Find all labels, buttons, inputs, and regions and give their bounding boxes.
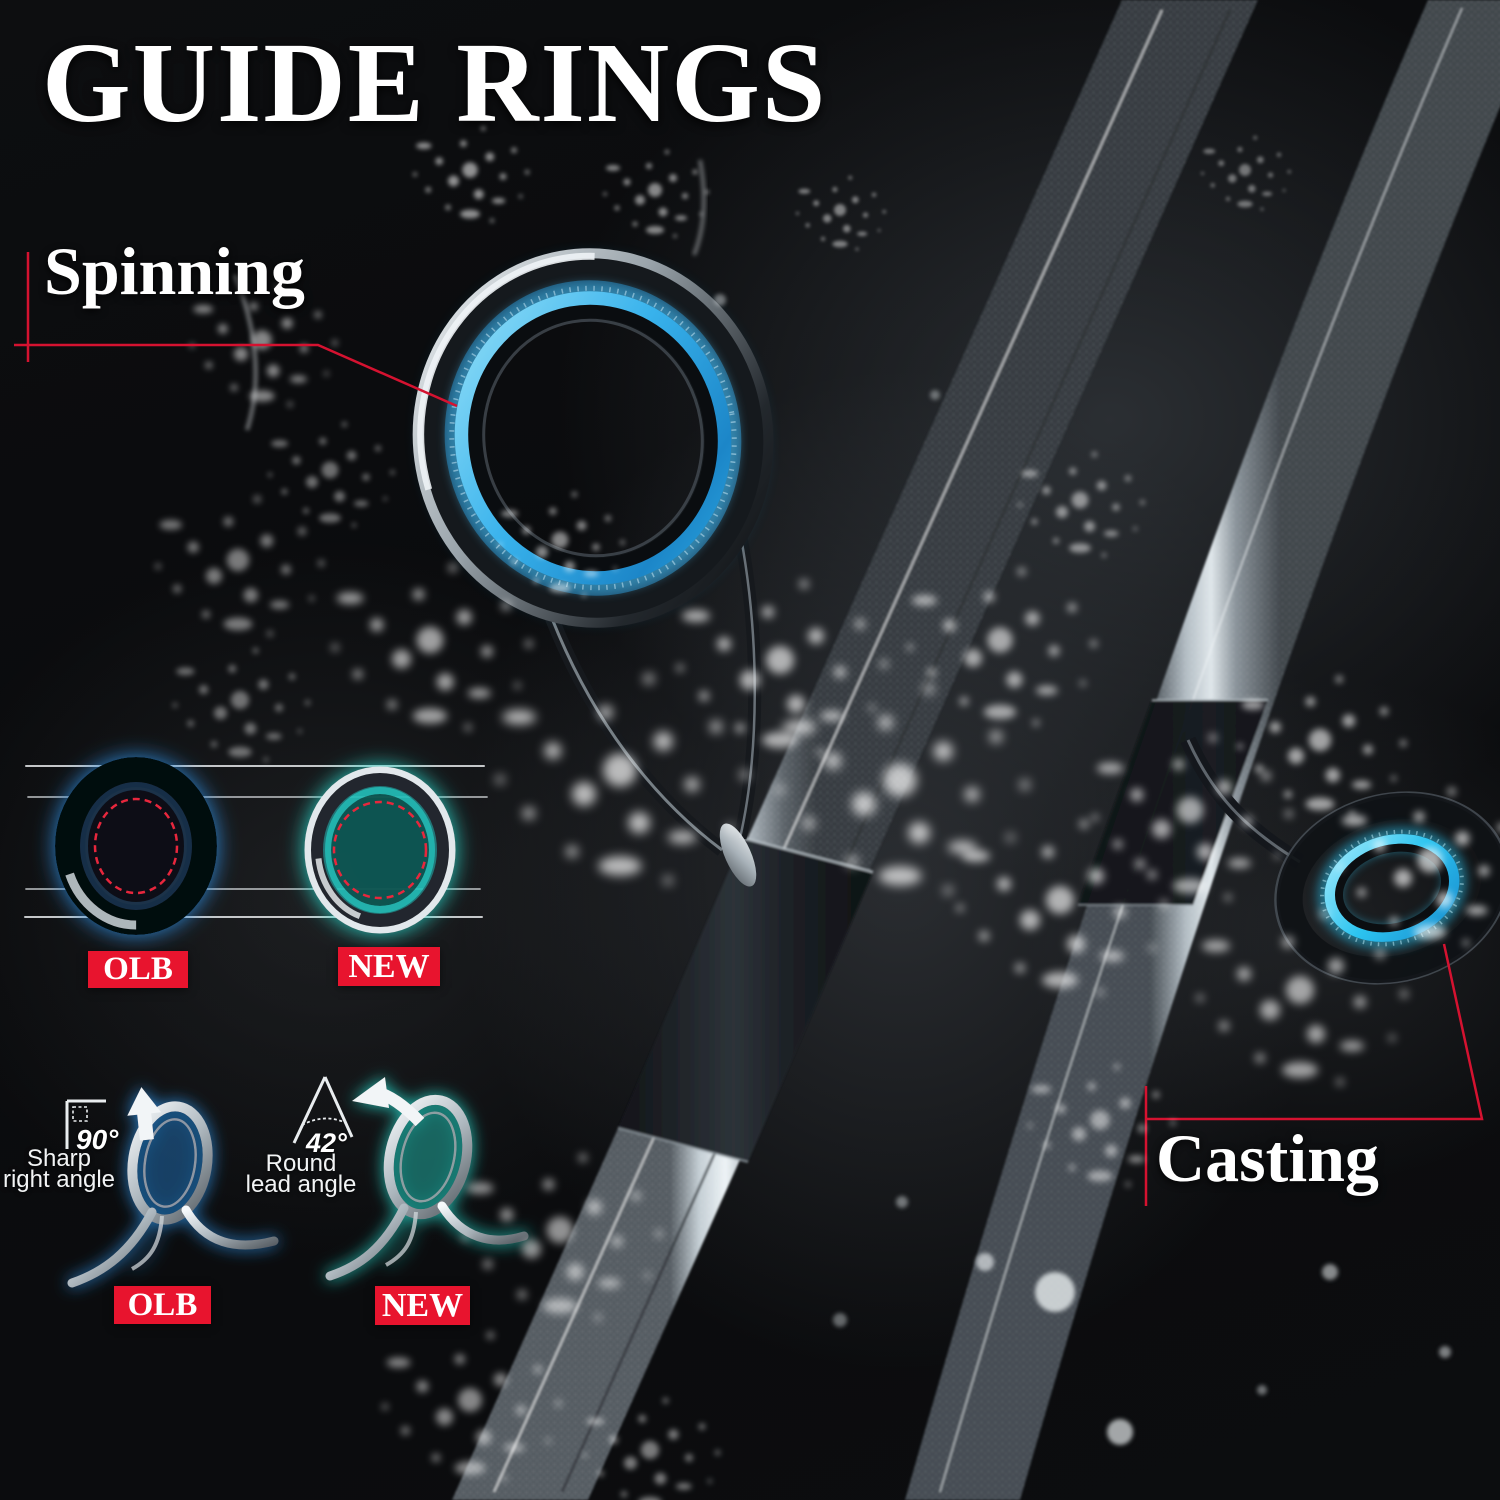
old-angle-caption-line2: right angle — [2, 1165, 116, 1193]
water-splashes-background — [155, 125, 1291, 637]
leader-line-spinning — [14, 252, 458, 408]
new-angle-caption: Round lead angle — [228, 1150, 374, 1198]
left-rod — [452, 0, 1258, 1500]
old-angle-caption-line1: Sharp — [26, 1145, 92, 1172]
old-angle-badge: OLB — [114, 1286, 211, 1324]
old-aperture-dashed — [93, 797, 179, 895]
curved-arrow-icon — [352, 1077, 425, 1127]
right-rod — [905, 0, 1500, 1500]
new-ring-badge: NEW — [338, 947, 440, 986]
leader-lines — [14, 252, 1484, 1206]
spinning-guide-ring — [412, 248, 774, 628]
water-droplets — [714, 294, 1451, 1445]
casting-guide-ring — [1274, 791, 1500, 985]
casting-guide-frame — [1180, 736, 1305, 869]
new-angle-value: 42° — [306, 1128, 347, 1158]
old-ring-diagram — [55, 757, 217, 935]
new-ring-diagram — [304, 766, 456, 934]
left-rod-wrap — [618, 838, 873, 1162]
right-rod-wrap — [1078, 700, 1268, 905]
old-angle-value: 90° — [76, 1124, 119, 1155]
old-angle-caption: Sharp right angle — [0, 1145, 130, 1193]
water-splashes-foreground — [172, 294, 1500, 1500]
new-angle-caption-line2: lead angle — [245, 1170, 357, 1198]
spinning-label: Spinning — [44, 233, 305, 309]
right-angle-icon — [65, 1099, 106, 1149]
old-ring-badge: OLB — [88, 951, 188, 988]
old-guide-profile — [67, 1087, 279, 1288]
leader-line-casting — [1144, 943, 1484, 1206]
casting-label: Casting — [1156, 1120, 1379, 1196]
up-arrow-icon — [127, 1087, 162, 1141]
lead-angle-icon — [292, 1076, 354, 1144]
new-angle-badge: NEW — [375, 1286, 470, 1325]
spinning-guide-frame — [541, 520, 762, 887]
new-aperture-dashed — [332, 800, 428, 900]
page-title: GUIDE RINGS — [42, 19, 828, 146]
new-guide-profile — [325, 1077, 529, 1281]
new-angle-caption-line1: Round — [265, 1150, 337, 1177]
